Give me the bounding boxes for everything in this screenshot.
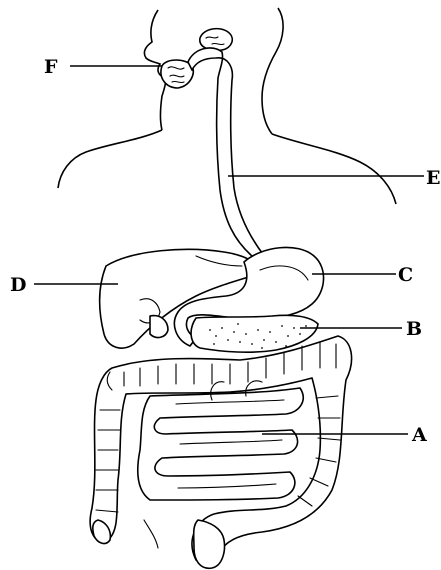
label-e: E [426, 167, 440, 189]
small-intestine [138, 381, 303, 500]
oesophagus [188, 48, 266, 258]
pancreas [191, 315, 318, 352]
label-a: A [411, 424, 427, 446]
label-d: D [10, 274, 26, 296]
label-c: C [398, 264, 413, 286]
label-f: F [44, 56, 58, 78]
label-b: B [406, 318, 422, 340]
